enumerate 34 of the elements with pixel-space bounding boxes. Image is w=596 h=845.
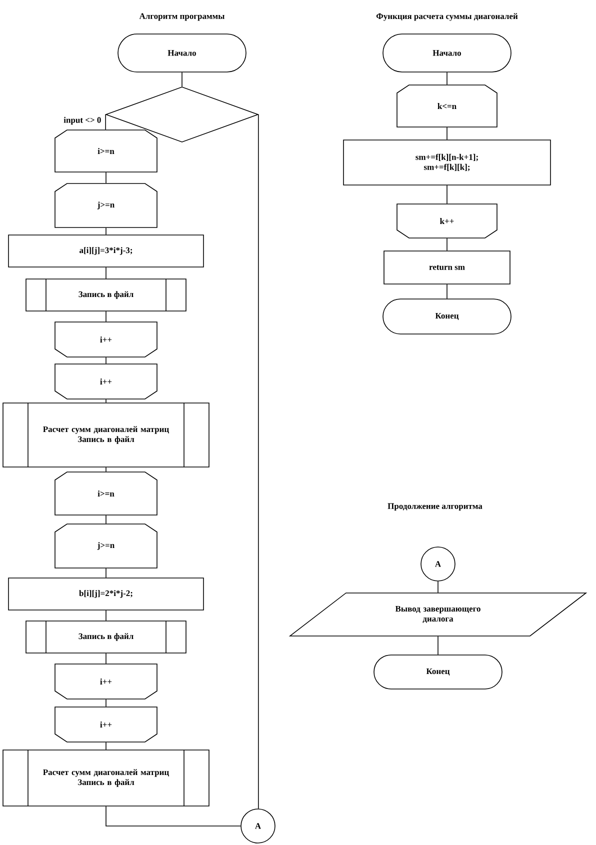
end-terminal: Конец <box>374 654 502 690</box>
process-box: return sm <box>384 250 510 284</box>
start-terminal: Начало <box>382 34 512 72</box>
connector-line <box>446 238 448 251</box>
loop-end-box: i++ <box>54 322 158 358</box>
heading: Алгоритм программы <box>139 13 224 21</box>
loop-start-box: i>=n <box>54 130 158 172</box>
connector-line <box>105 114 106 130</box>
loop-start-box: j>=n <box>54 183 158 228</box>
start-terminal: Начало <box>118 34 246 72</box>
loop-end-box: k++ <box>396 204 498 238</box>
subroutine-box: Расчет сумм диагоналей матриц Запись в файл <box>2 402 210 468</box>
edge-label: input <> 0 <box>64 116 101 125</box>
loop-end-box: i++ <box>54 364 158 400</box>
end-terminal: Конец <box>382 298 512 334</box>
loop-end-box: i++ <box>54 664 158 700</box>
connector-line <box>106 806 241 826</box>
subroutine-box: Расчет сумм диагоналей матриц Запись в файл <box>2 750 210 806</box>
process-box: b[i][j]=2*i*j-2; <box>8 578 204 610</box>
heading: Функция расчета суммы диагоналей <box>376 13 518 21</box>
subroutine-box: Запись в файл <box>26 620 186 654</box>
subroutine-box: Запись в файл <box>26 278 186 312</box>
process-box: a[i][j]=3*i*j-3; <box>8 234 204 268</box>
loop-start-box: i>=n <box>54 472 158 516</box>
connector-line <box>446 127 448 140</box>
connector-line <box>258 114 259 809</box>
loop-end-box: i++ <box>54 706 158 742</box>
loop-start-box: j>=n <box>54 524 158 568</box>
connector-line <box>446 72 448 85</box>
connector-line <box>446 284 448 299</box>
heading: Продолжение алгоритма <box>388 503 482 511</box>
process-box: sm+=f[k][n-k+1]; sm+=f[k][k]; <box>343 140 551 186</box>
loop-start-box: k<=n <box>396 84 498 128</box>
connector-line <box>446 185 448 204</box>
